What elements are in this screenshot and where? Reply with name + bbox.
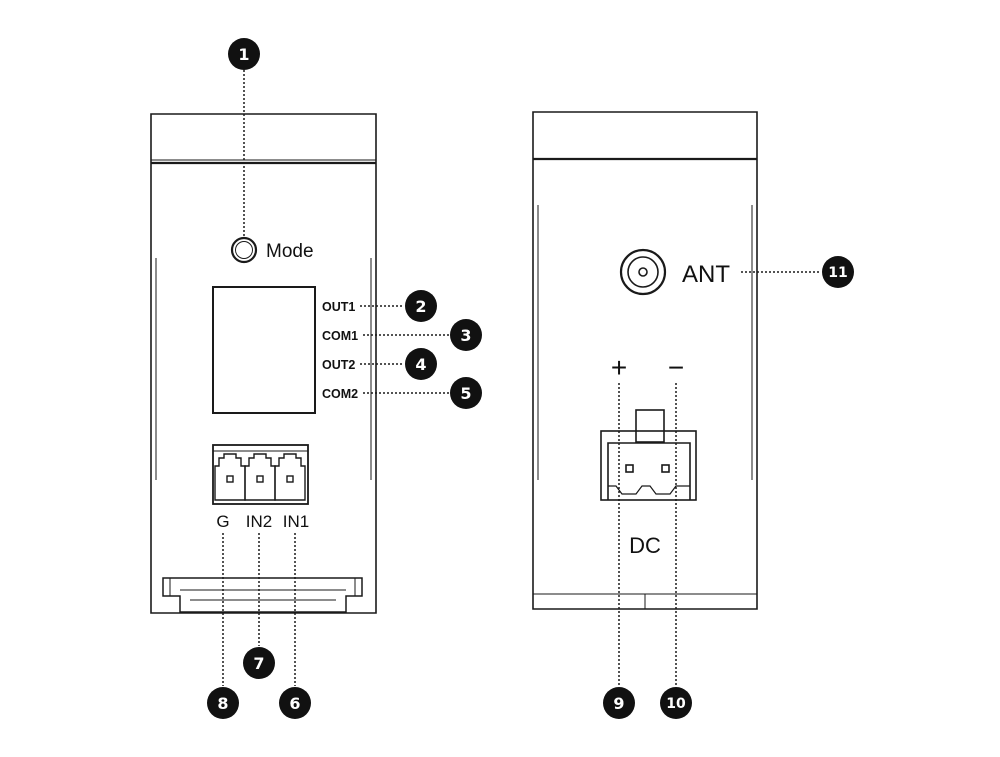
antenna-connector-pin xyxy=(638,267,648,277)
minus-sign: − xyxy=(668,352,684,383)
callout-7: 7 xyxy=(243,647,275,679)
callout-11: 11 xyxy=(822,256,854,288)
callout-9: 9 xyxy=(603,687,635,719)
g-terminal-label: G xyxy=(216,512,229,531)
com1-label: COM1 xyxy=(322,329,358,343)
left-device xyxy=(150,113,377,614)
dc-connector xyxy=(600,409,697,501)
callout-10: 10 xyxy=(660,687,692,719)
plus-sign: + xyxy=(611,352,627,383)
callout-10-number: 10 xyxy=(666,696,686,712)
callout-8: 8 xyxy=(207,687,239,719)
callout-4: 4 xyxy=(405,348,437,380)
callout-1-number: 1 xyxy=(238,45,249,64)
din-clip xyxy=(162,577,363,613)
left-device-body xyxy=(150,113,377,614)
callout-11-number: 11 xyxy=(828,265,847,281)
relay-block xyxy=(212,286,316,414)
left-top-cap xyxy=(150,114,377,161)
callout-3-number: 3 xyxy=(460,326,471,345)
callout-7-number: 7 xyxy=(253,654,264,673)
right-device xyxy=(532,111,758,610)
in1-terminal-label: IN1 xyxy=(283,512,309,531)
callout-2: 2 xyxy=(405,290,437,322)
callout-1: 1 xyxy=(228,38,260,70)
ant-label: ANT xyxy=(682,261,730,288)
callout-markers: 1 2 3 4 5 6 7 8 xyxy=(207,38,854,719)
antenna-connector-ring xyxy=(627,256,659,288)
dc-label: DC xyxy=(629,533,661,558)
callout-5-number: 5 xyxy=(460,384,471,403)
com2-label: COM2 xyxy=(322,387,358,401)
in2-terminal-label: IN2 xyxy=(246,512,272,531)
callout-2-number: 2 xyxy=(415,297,426,316)
callout-6: 6 xyxy=(279,687,311,719)
antenna-connector-outer xyxy=(619,248,667,296)
callout-9-number: 9 xyxy=(613,694,624,713)
mode-button xyxy=(230,236,258,264)
out2-label: OUT2 xyxy=(322,358,355,372)
out1-label: OUT1 xyxy=(322,300,355,314)
callout-8-number: 8 xyxy=(217,694,228,713)
callout-5: 5 xyxy=(450,377,482,409)
callout-3: 3 xyxy=(450,319,482,351)
input-terminal-block xyxy=(212,444,309,505)
leader-lines xyxy=(222,70,821,686)
callout-6-number: 6 xyxy=(289,694,300,713)
input-terminal-slots xyxy=(214,453,306,501)
mode-label: Mode xyxy=(266,241,314,262)
right-device-body xyxy=(532,111,758,610)
mode-button-inner xyxy=(235,241,253,259)
callout-4-number: 4 xyxy=(415,355,426,374)
